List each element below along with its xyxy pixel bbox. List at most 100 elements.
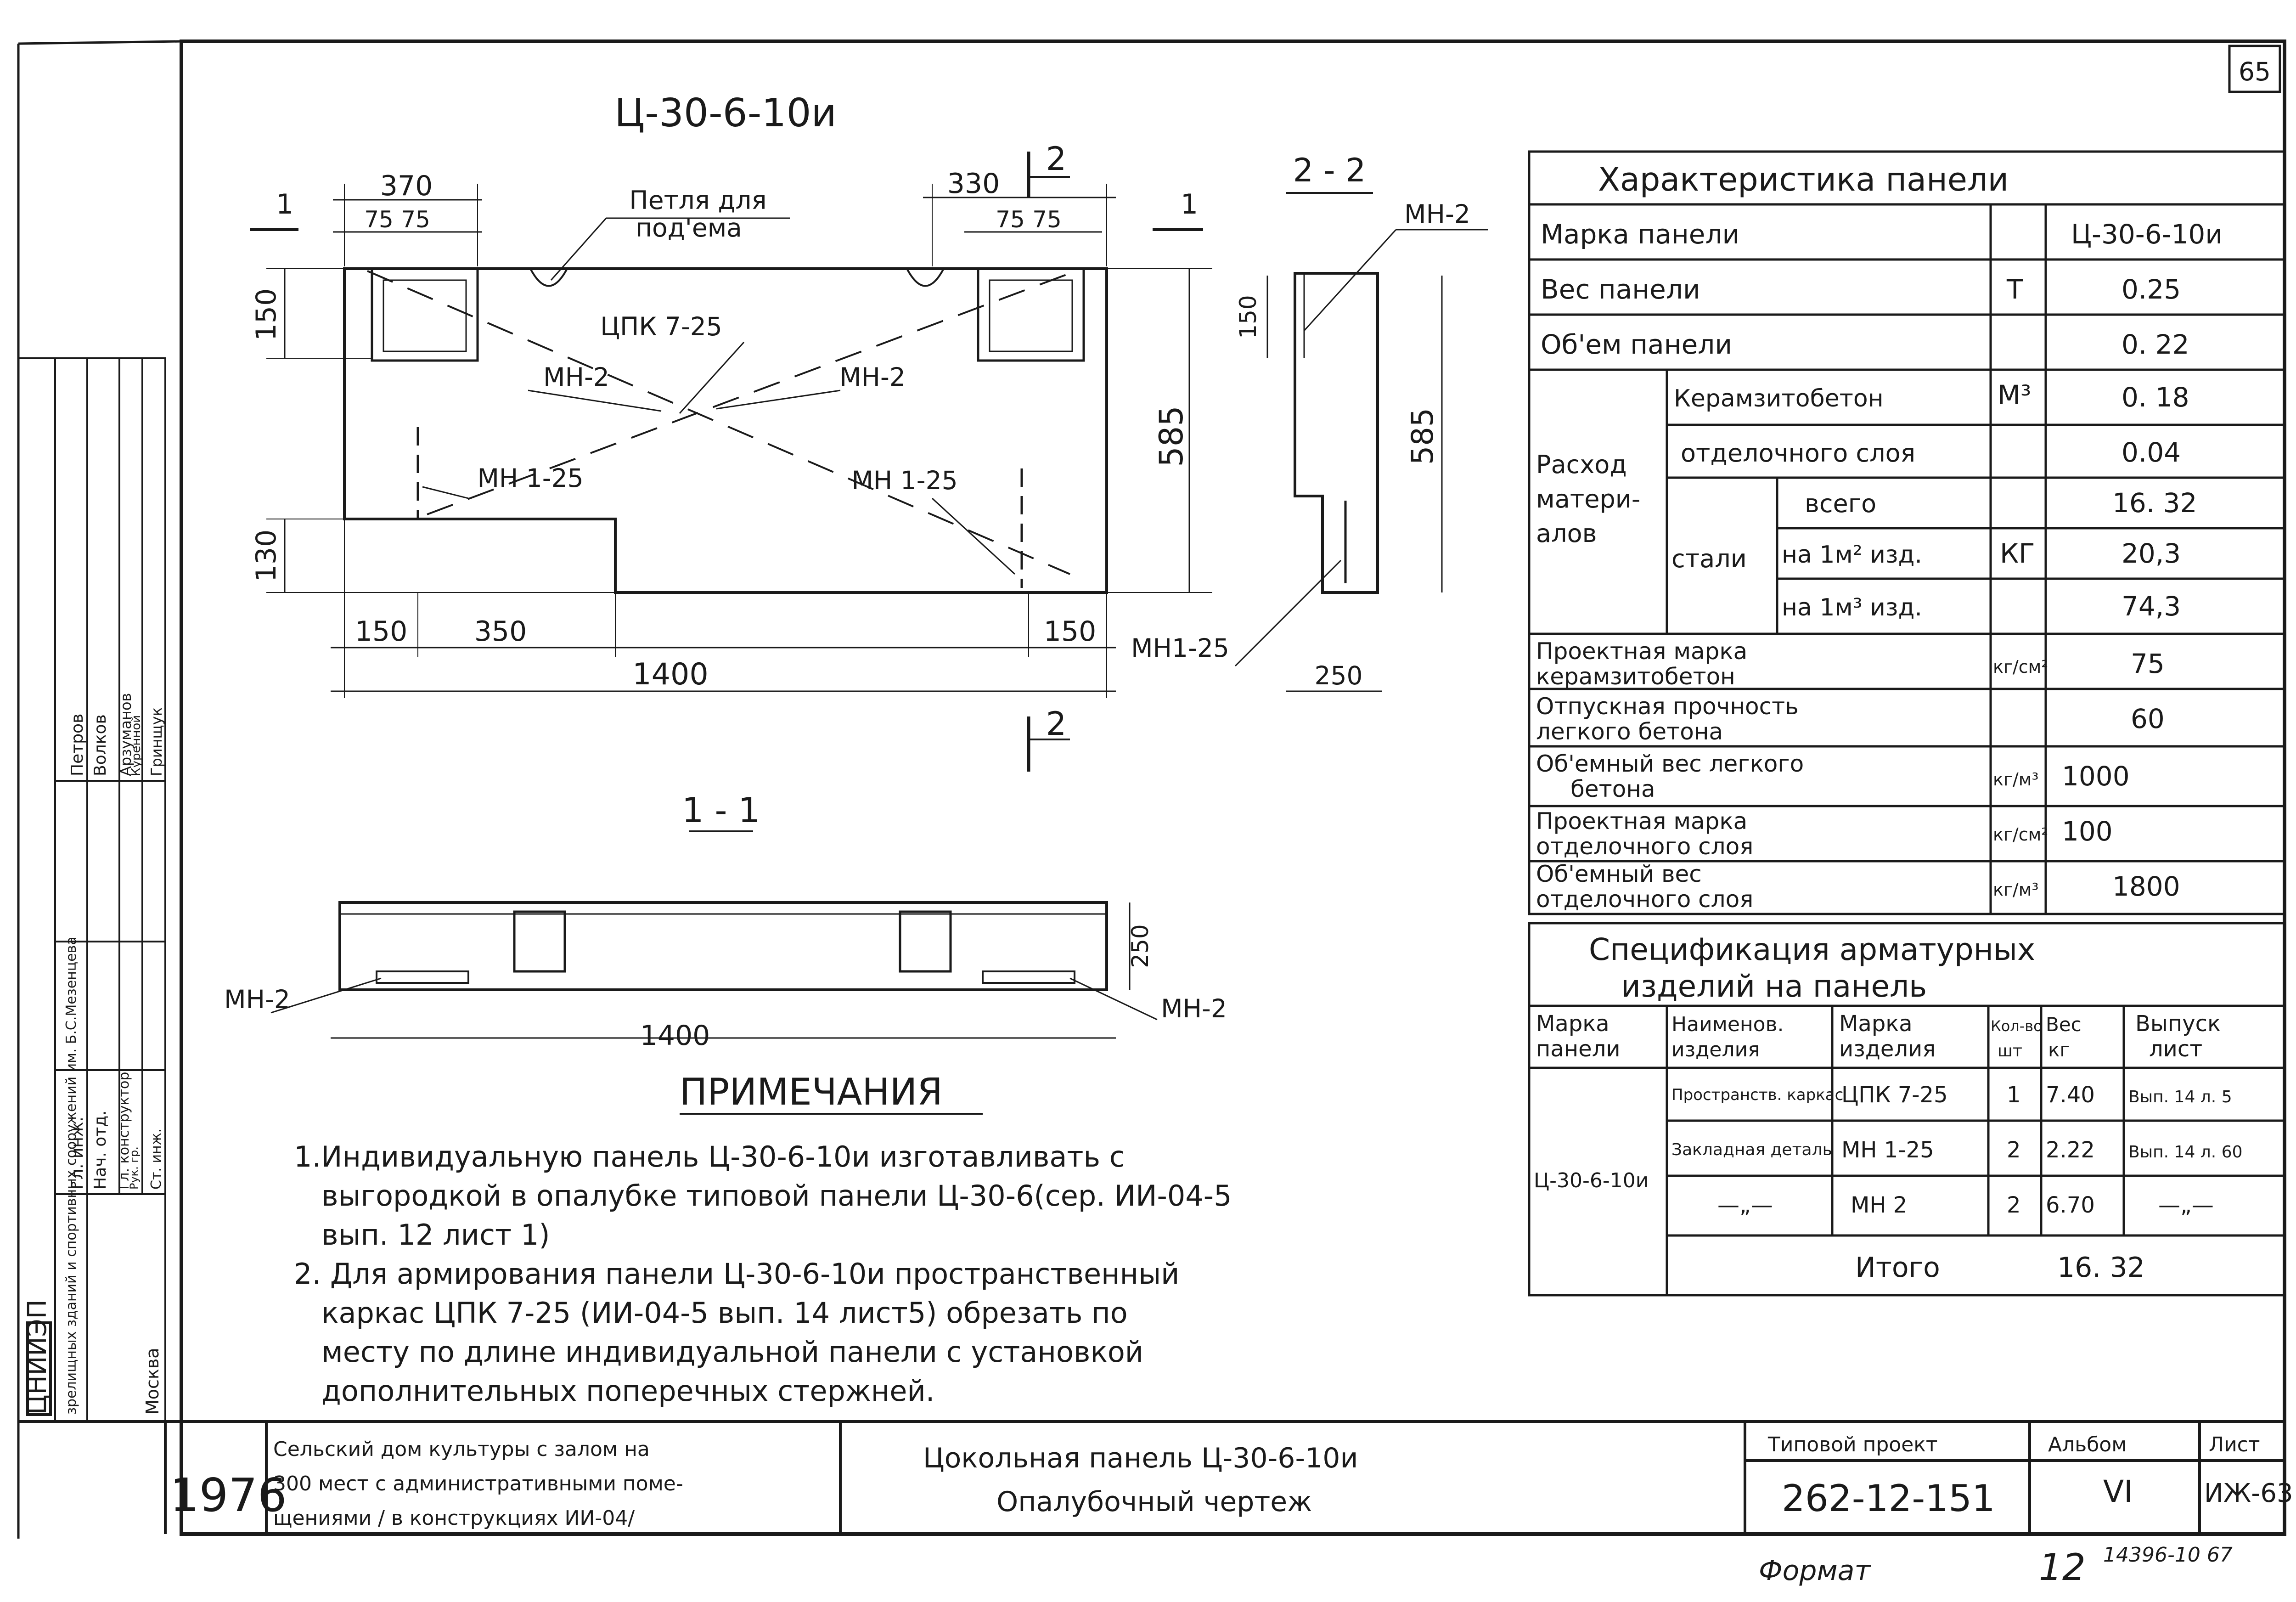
section-2-bottom: 2 — [1046, 705, 1067, 743]
dim-330: 330 — [947, 168, 1000, 200]
label-mn125-right: МН 1-25 — [851, 466, 957, 495]
row-1-name: Пространств. каркас — [1671, 1086, 1843, 1104]
format-code: 14396-10 67 — [2103, 1543, 2233, 1567]
album-value: VI — [2103, 1474, 2133, 1509]
note-line-7: дополнительных поперечных стержней. — [321, 1374, 934, 1408]
kgcm2-unit-1: кг/см² — [1993, 657, 2048, 677]
s11-leader-left — [270, 977, 382, 1014]
leader-loop — [550, 218, 607, 281]
note-line-1: 1.Индивидуальную панель Ц-30-6-10и изгот… — [294, 1140, 1125, 1173]
spec-title-1: Спецификация арматурных — [1589, 932, 2035, 967]
row-2-qty: 2 — [2007, 1137, 2021, 1163]
steel-total-value: 16. 32 — [2112, 487, 2197, 519]
stamp-institute: зрелищных зданий и спортивных сооружений… — [63, 936, 79, 1415]
project-label: Типовой проект — [1767, 1433, 1938, 1456]
design-grade-value: 75 — [2131, 648, 2165, 679]
frame-top-extension — [18, 40, 182, 45]
dim-150-vertical: 150 — [250, 288, 282, 341]
note-line-2: выгородкой в опалубке типовой панели Ц-3… — [321, 1179, 1232, 1213]
section-11-dim-250: 250 — [1127, 924, 1154, 968]
org-logo — [26, 1321, 52, 1416]
dim-75-c: 75 — [996, 206, 1025, 233]
section-1-right: 1 — [1181, 188, 1198, 220]
leader-mn2b — [716, 389, 841, 410]
lifting-loop-left — [529, 268, 568, 287]
m3-unit: М³ — [1998, 379, 2031, 411]
stamp-role-5: Ст. инж. — [148, 1128, 164, 1190]
spec-panel-mark: Ц-30-6-10и — [1534, 1169, 1649, 1192]
s11-opening-right — [899, 910, 952, 973]
design-grade-label-2: керамзитобетон — [1536, 663, 1735, 690]
hdr-mark-2: изделия — [1839, 1036, 1936, 1062]
ceramsite-label: Керамзитобетон — [1674, 385, 1884, 412]
finish-density-value: 1800 — [2112, 871, 2180, 902]
kgcm2-unit-2: кг/см² — [1993, 824, 2048, 845]
row-3-mark: МН 2 — [1851, 1192, 1907, 1218]
sheet-value: ИЖ-63 — [2204, 1478, 2293, 1508]
volume-value: 0. 22 — [2122, 329, 2189, 360]
label-mn2-left: МН-2 — [543, 362, 609, 392]
finish-grade-label-2: отделочного слоя — [1536, 833, 1753, 860]
hdr-weight-2: кг — [2048, 1038, 2070, 1061]
s11-plate-right — [982, 970, 1075, 984]
row-1-mark: ЦПК 7-25 — [1841, 1082, 1948, 1108]
spec-total-value: 16. 32 — [2057, 1252, 2145, 1284]
label-loop-2: под'ема — [636, 213, 742, 243]
project-value: 262-12-151 — [1782, 1477, 1995, 1520]
panel-outline — [343, 267, 1108, 594]
ceramsite-value: 0. 18 — [2122, 382, 2189, 413]
section-11-mn2-right: МН-2 — [1161, 994, 1227, 1023]
opening-left-inner — [383, 279, 467, 352]
kg-unit: КГ — [2000, 538, 2035, 569]
dim-75-d: 75 — [1032, 206, 1062, 233]
design-grade-label-1: Проектная марка — [1536, 638, 1747, 665]
label-cpk: ЦПК 7-25 — [600, 312, 722, 341]
steel-m2-value: 20,3 — [2122, 538, 2181, 569]
row-1-weight: 7.40 — [2046, 1082, 2095, 1108]
s11-profile — [338, 901, 1108, 991]
spec-total-label: Итого — [1855, 1252, 1940, 1284]
density-value: 1000 — [2062, 761, 2130, 792]
stamp-role-4: Рук. гр. — [128, 1146, 141, 1190]
consumption-label-1: Расход — [1536, 450, 1627, 479]
density-label-1: Об'емный вес легкого — [1536, 750, 1804, 777]
mark-label: Марка панели — [1541, 219, 1739, 250]
weight-value: 0.25 — [2122, 274, 2181, 305]
row-2-mark: МН 1-25 — [1841, 1137, 1934, 1163]
section-11-dim-1400: 1400 — [640, 1020, 710, 1052]
spec-title-2: изделий на панель — [1621, 969, 1927, 1004]
finish-label: отделочного слоя — [1681, 439, 1915, 468]
label-loop: Петля для — [629, 186, 766, 215]
steel-label: стали — [1671, 544, 1747, 573]
row-2-name: Закладная деталь — [1671, 1140, 1832, 1159]
section-22-mn125: МН1-25 — [1131, 633, 1229, 663]
char-table-grid — [1528, 150, 2286, 915]
stamp-role-2: Нач. отд. — [91, 1110, 110, 1190]
label-mn2-right: МН-2 — [839, 362, 906, 392]
album-label: Альбом — [2048, 1433, 2127, 1456]
spec-table-grid — [1528, 922, 2286, 1297]
note-line-6: месту по длине индивидуальной панели с у… — [321, 1335, 1143, 1369]
finish-value: 0.04 — [2122, 437, 2181, 468]
object-line-1: Сельский дом культуры с залом на — [273, 1438, 650, 1461]
note-line-5: каркас ЦПК 7-25 (ИИ-04-5 вып. 14 лист5) … — [321, 1296, 1128, 1330]
dim-150-bottom-left: 150 — [355, 615, 408, 648]
steel-total-label: всего — [1805, 489, 1876, 518]
hdr-issue-2: лист — [2149, 1036, 2202, 1062]
stamp-role-1: Гл. инж. — [68, 1117, 87, 1190]
sheet-number-box — [2228, 45, 2281, 93]
s22-leader-mn125 — [1234, 559, 1342, 667]
stamp-name-4: Куренной — [129, 715, 143, 776]
stamp-name-3: Арзуманов — [117, 693, 135, 776]
steel-m2-label: на 1м² изд. — [1782, 541, 1922, 569]
leader-mn125a — [422, 486, 469, 499]
note-line-3: вып. 12 лист 1) — [321, 1218, 550, 1252]
format-value: 12 — [2039, 1546, 2086, 1589]
s11-leader-right — [1069, 977, 1158, 1021]
year: 1976 — [170, 1468, 287, 1522]
section-22-dim-150: 150 — [1235, 295, 1261, 338]
title-block-grid — [18, 1420, 2285, 1534]
opening-left — [371, 267, 479, 362]
